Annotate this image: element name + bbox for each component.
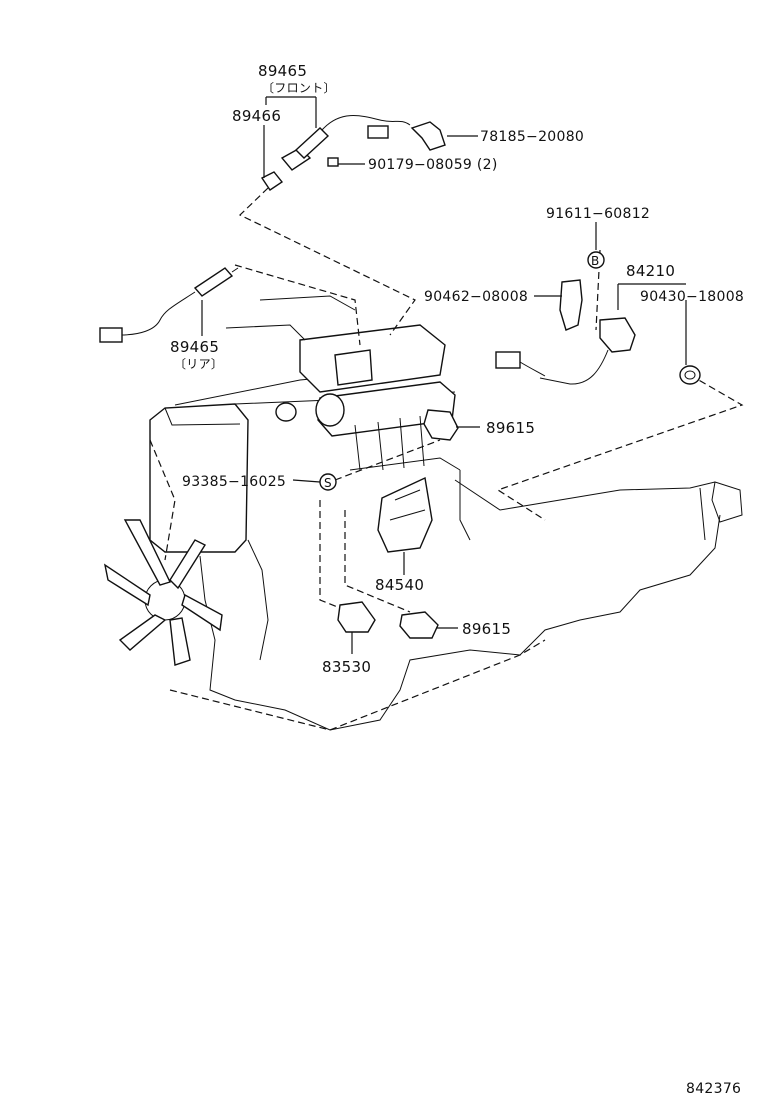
label-90179: 90179−08059 (2) bbox=[368, 157, 498, 173]
clamp-78185 bbox=[410, 121, 446, 151]
label-89466: 89466 bbox=[232, 107, 281, 125]
label-90430: 90430−18008 bbox=[640, 289, 744, 305]
front-oxygen-sensor bbox=[260, 115, 411, 191]
label-rear-note: 〔リア〕 bbox=[174, 357, 223, 371]
sensor-89615-lower bbox=[399, 611, 439, 639]
label-front-note: 〔フロント〕 bbox=[262, 81, 336, 95]
dashed-leader-lines bbox=[149, 187, 744, 731]
label-84540: 84540 bbox=[375, 576, 424, 594]
rear-oxygen-sensor bbox=[99, 267, 239, 343]
label-89465-rear: 89465 bbox=[170, 338, 219, 356]
bracket-90462 bbox=[559, 279, 583, 331]
part-labels: 89465 〔フロント〕 89466 78185−20080 90179−080… bbox=[170, 62, 744, 676]
symbol-s-mark: S bbox=[319, 473, 337, 491]
b-mark-text: B bbox=[591, 254, 600, 268]
bolt-90179 bbox=[327, 157, 339, 167]
label-93385: 93385−16025 bbox=[182, 474, 286, 490]
label-78185: 78185−20080 bbox=[480, 129, 584, 145]
label-90462: 90462−08008 bbox=[424, 289, 528, 305]
label-89615-lower: 89615 bbox=[462, 620, 511, 638]
sensor-84540 bbox=[377, 476, 433, 553]
s-mark-text: S bbox=[324, 476, 332, 490]
switch-83530 bbox=[337, 601, 376, 633]
symbol-b-mark: B bbox=[587, 251, 605, 269]
label-89465-front: 89465 bbox=[258, 62, 307, 80]
sensor-89615-upper bbox=[423, 409, 459, 441]
gasket-90430 bbox=[679, 365, 701, 385]
knock-sensor-84210 bbox=[495, 317, 636, 385]
engine-block bbox=[103, 295, 743, 731]
drawing-number: 842376 bbox=[686, 1081, 741, 1097]
label-84210: 84210 bbox=[626, 262, 675, 280]
cooling-fan bbox=[103, 519, 223, 666]
callout-leader-lines bbox=[201, 96, 687, 654]
label-91611: 91611−60812 bbox=[546, 206, 650, 222]
label-83530: 83530 bbox=[322, 658, 371, 676]
label-89615-upper: 89615 bbox=[486, 419, 535, 437]
